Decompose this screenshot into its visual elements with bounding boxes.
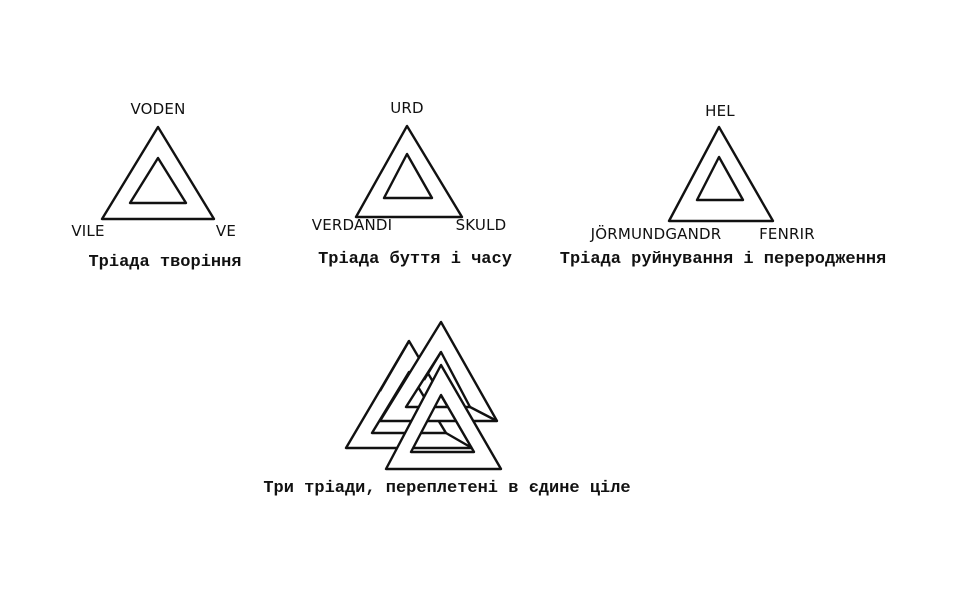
triad-destruction-rebirth: HEL JÖRMUNDGANDR FENRIR Тріада руйнуванн…: [560, 102, 886, 269]
label-jormundgandr: JÖRMUNDGANDR: [590, 224, 722, 243]
label-fenrir: FENRIR: [759, 225, 815, 243]
valknut-bottom-triangle: [384, 363, 503, 471]
inner-triangle: [382, 152, 434, 200]
valknut-symbol: Три тріади, переплетені в єдине ціле: [263, 320, 631, 498]
label-verdandi: VERDANDI: [312, 216, 393, 234]
valknut-interlace-top: [422, 351, 498, 423]
valknut-interlace-left: [378, 340, 473, 450]
outer-triangle: [100, 125, 216, 221]
label-hel: HEL: [705, 102, 735, 120]
label-vile: VILE: [71, 222, 104, 240]
caption-destruction-rebirth: Тріада руйнування і переродження: [560, 250, 886, 269]
inner-triangle: [128, 156, 188, 205]
label-voden: VODEN: [130, 100, 185, 118]
caption-creation: Тріада творіння: [88, 253, 241, 272]
label-urd: URD: [390, 99, 424, 117]
triad-creation: VODEN VILE VE Тріада творіння: [71, 100, 241, 272]
outer-triangle: [354, 124, 464, 219]
caption-valknut: Три тріади, переплетені в єдине ціле: [263, 479, 630, 498]
label-ve: VE: [216, 222, 236, 240]
caption-being-time: Тріада буття і часу: [318, 250, 512, 269]
outer-triangle: [667, 125, 775, 223]
label-skuld: SKULD: [456, 216, 507, 234]
inner-triangle: [695, 155, 745, 202]
triad-being-time: URD VERDANDI SKULD Тріада буття і часу: [312, 99, 512, 269]
